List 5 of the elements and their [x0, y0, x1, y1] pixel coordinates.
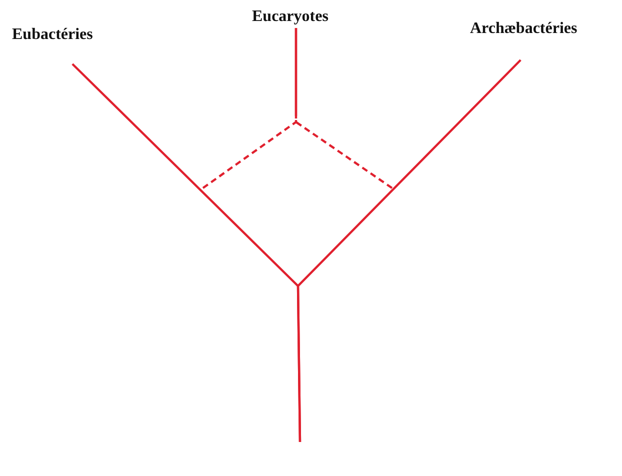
- taxon-label: Eubactéries: [12, 26, 93, 44]
- taxon-label: Eucaryotes: [252, 8, 328, 26]
- branch-line: [296, 59, 522, 442]
- dashed-branch-line: [294, 28, 393, 189]
- taxon-label: Archæbactéries: [470, 20, 578, 38]
